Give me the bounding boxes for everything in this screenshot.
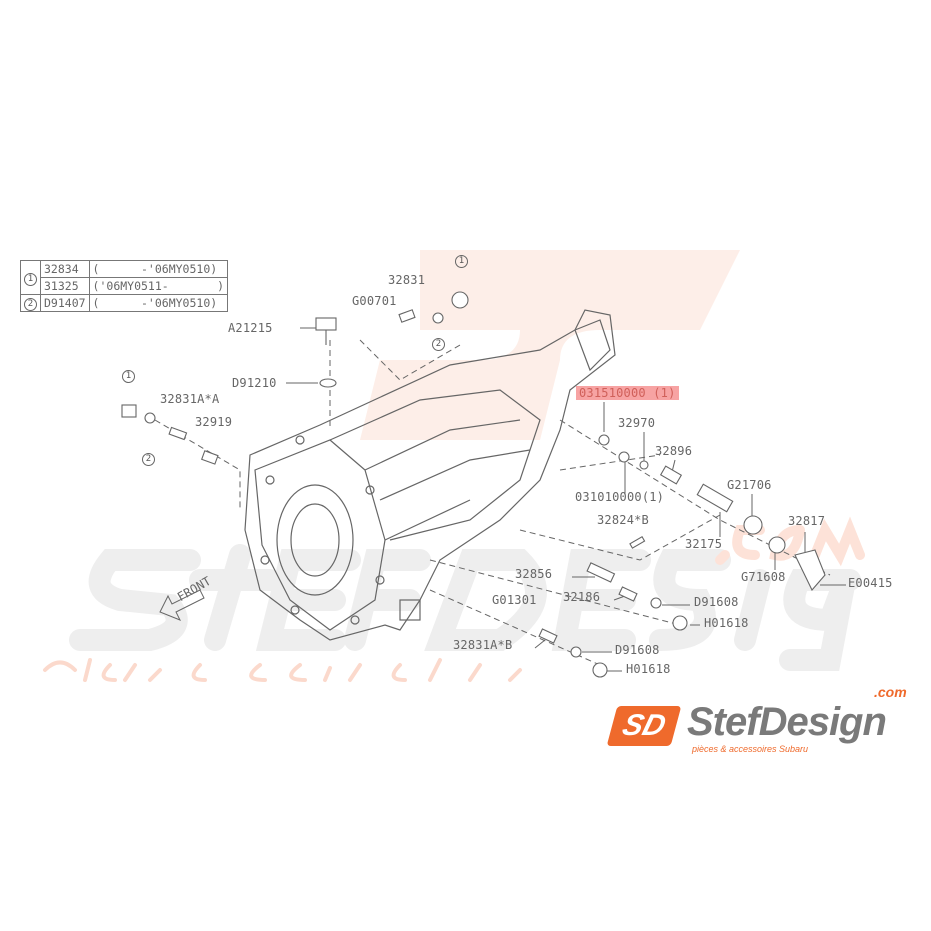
part-label[interactable]: 32186: [563, 590, 601, 604]
part-label[interactable]: E00415: [848, 576, 893, 590]
part-label[interactable]: D91608: [694, 595, 739, 609]
part-label[interactable]: G21706: [727, 478, 772, 492]
callout-1: 1: [122, 370, 135, 383]
legend-part: D91407: [40, 294, 90, 312]
legend-range: ( -'06MY0510): [88, 294, 229, 312]
part-label[interactable]: 32824*B: [597, 513, 649, 527]
watermark-tagline-strokes: [43, 658, 522, 682]
legend-row: 31325 ('06MY0511- ): [21, 277, 229, 295]
legend-part: 31325: [40, 277, 90, 295]
part-label[interactable]: 32919: [195, 415, 233, 429]
callout-2: 2: [142, 453, 155, 466]
callout-1: 1: [455, 255, 468, 268]
part-label[interactable]: 32831A*A: [160, 392, 220, 406]
part-label[interactable]: 32831A*B: [453, 638, 513, 652]
parts-legend-table: 1 32834 ( -'06MY0510) 31325 ('06MY0511- …: [20, 260, 229, 312]
part-label[interactable]: H01618: [704, 616, 749, 630]
watermark-com-strokes: [715, 516, 865, 567]
part-label[interactable]: 32896: [655, 444, 693, 458]
highlighted-part-label[interactable]: 031510000 (1): [576, 386, 679, 400]
watermark-name-strokes: [69, 544, 861, 671]
stefdesign-logo: SD StefDesign .com pièces & accessoires …: [606, 684, 922, 762]
part-label[interactable]: A21215: [228, 321, 273, 335]
part-label[interactable]: G71608: [741, 570, 786, 584]
part-label[interactable]: D91608: [615, 643, 660, 657]
part-label[interactable]: 32817: [788, 514, 826, 528]
legend-ref: 1: [20, 260, 41, 295]
legend-row: 2 D91407 ( -'06MY0510): [20, 294, 229, 312]
logo-tagline: pièces & accessoires Subaru: [692, 744, 809, 754]
callout-2: 2: [432, 338, 445, 351]
part-label[interactable]: G00701: [352, 294, 397, 308]
part-label[interactable]: 32970: [618, 416, 656, 430]
part-label[interactable]: G01301: [492, 593, 537, 607]
legend-row: 1 32834 ( -'06MY0510): [20, 260, 229, 295]
legend-ref: 2: [20, 294, 41, 312]
transmission-case: [244, 309, 616, 641]
part-label[interactable]: 031010000(1): [575, 490, 665, 504]
part-label[interactable]: H01618: [626, 662, 671, 676]
part-label[interactable]: 32175: [685, 537, 723, 551]
legend-range: ('06MY0511- ): [88, 277, 229, 295]
front-arrow-icon: [159, 589, 205, 621]
legend-range: ( -'06MY0510): [88, 260, 229, 278]
part-label[interactable]: D91210: [232, 376, 277, 390]
logo-name: StefDesign: [687, 700, 887, 744]
leader-lines: [286, 327, 846, 672]
legend-part: 32834: [40, 260, 90, 278]
part-label[interactable]: 32856: [515, 567, 553, 581]
logo-mark: SD: [606, 706, 682, 746]
small-parts: [121, 291, 826, 678]
part-label[interactable]: 32831: [388, 273, 426, 287]
logo-com: .com: [874, 684, 907, 700]
